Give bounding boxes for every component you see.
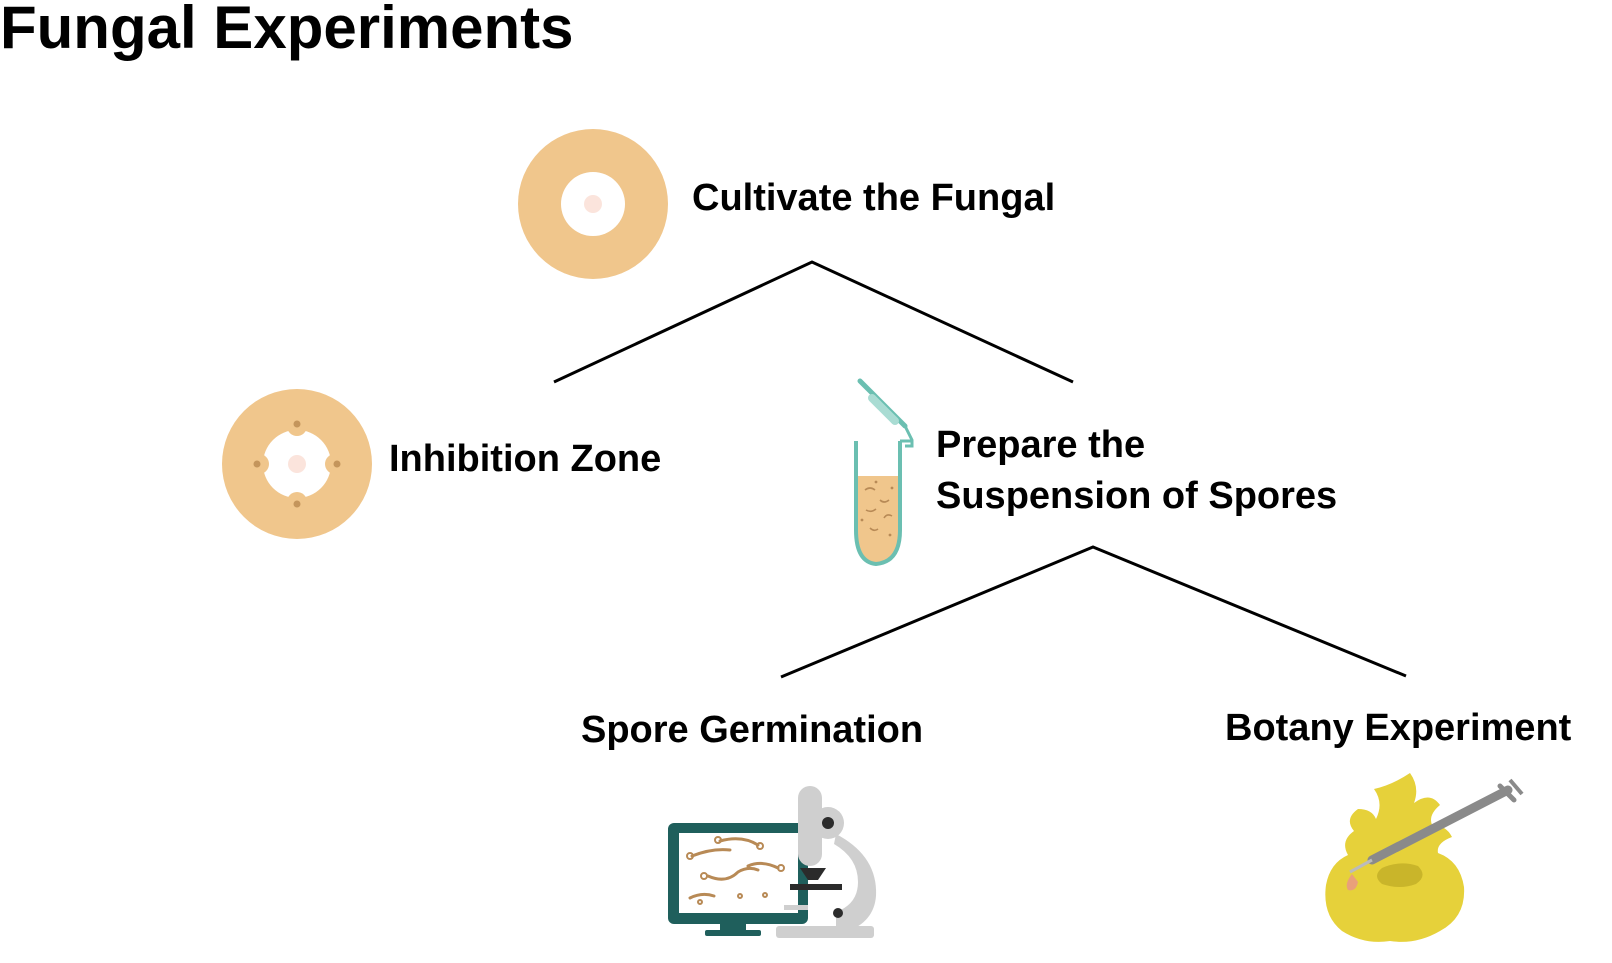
- node-label-prepare-line2: Suspension of Spores: [936, 475, 1338, 517]
- test-tube-pipette-icon: [854, 378, 914, 567]
- node-label-prepare-line1: Prepare the: [936, 424, 1146, 466]
- connector-cultivate-children: [553, 260, 1074, 384]
- node-label-germination: Spore Germination: [581, 709, 924, 751]
- node-label-botany: Botany Experiment: [1225, 707, 1572, 749]
- connector-prepare-children: [780, 545, 1407, 679]
- petri-dish-icon: [518, 129, 668, 279]
- microscope-monitor-icon: [668, 786, 877, 938]
- inhibition-dish-icon: [222, 389, 372, 539]
- page-title: Fungal Experiments: [0, 0, 574, 61]
- leaf-pipette-icon: [1325, 773, 1524, 942]
- node-label-inhibition: Inhibition Zone: [389, 438, 662, 480]
- node-label-cultivate: Cultivate the Fungal: [692, 177, 1056, 219]
